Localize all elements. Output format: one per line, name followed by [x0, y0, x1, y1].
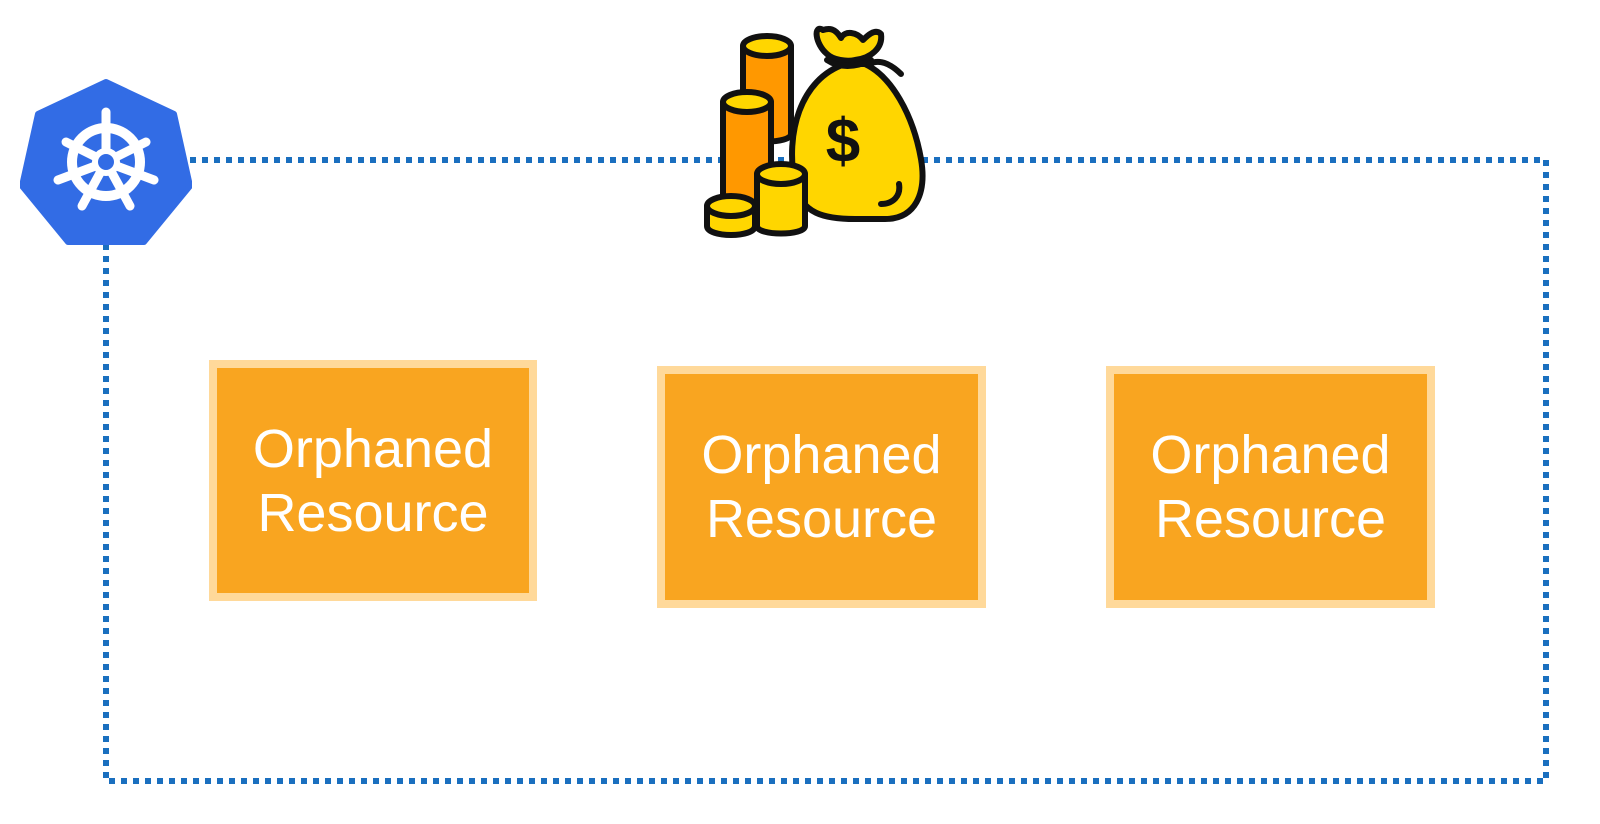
resource-label-line1: Orphaned — [1150, 425, 1391, 485]
resource-label: Orphaned Resource — [1114, 423, 1427, 551]
dollar-sign-icon: $ — [826, 107, 860, 176]
resource-label-line2: Resource — [257, 482, 489, 543]
orphaned-resource-box-3: Orphaned Resource — [1106, 366, 1435, 608]
orphaned-resource-box-1: Orphaned Resource — [209, 360, 537, 601]
kubernetes-logo-icon — [20, 79, 192, 245]
resource-label-line1: Orphaned — [252, 418, 494, 479]
resource-label: Orphaned Resource — [665, 423, 978, 551]
resource-label: Orphaned Resource — [217, 417, 529, 545]
resource-label-line1: Orphaned — [701, 425, 942, 485]
money-bag-coins-icon: $ — [704, 25, 926, 238]
orphaned-resource-box-2: Orphaned Resource — [657, 366, 986, 608]
resource-label-line2: Resource — [705, 489, 938, 549]
resource-label-line2: Resource — [1154, 489, 1387, 549]
